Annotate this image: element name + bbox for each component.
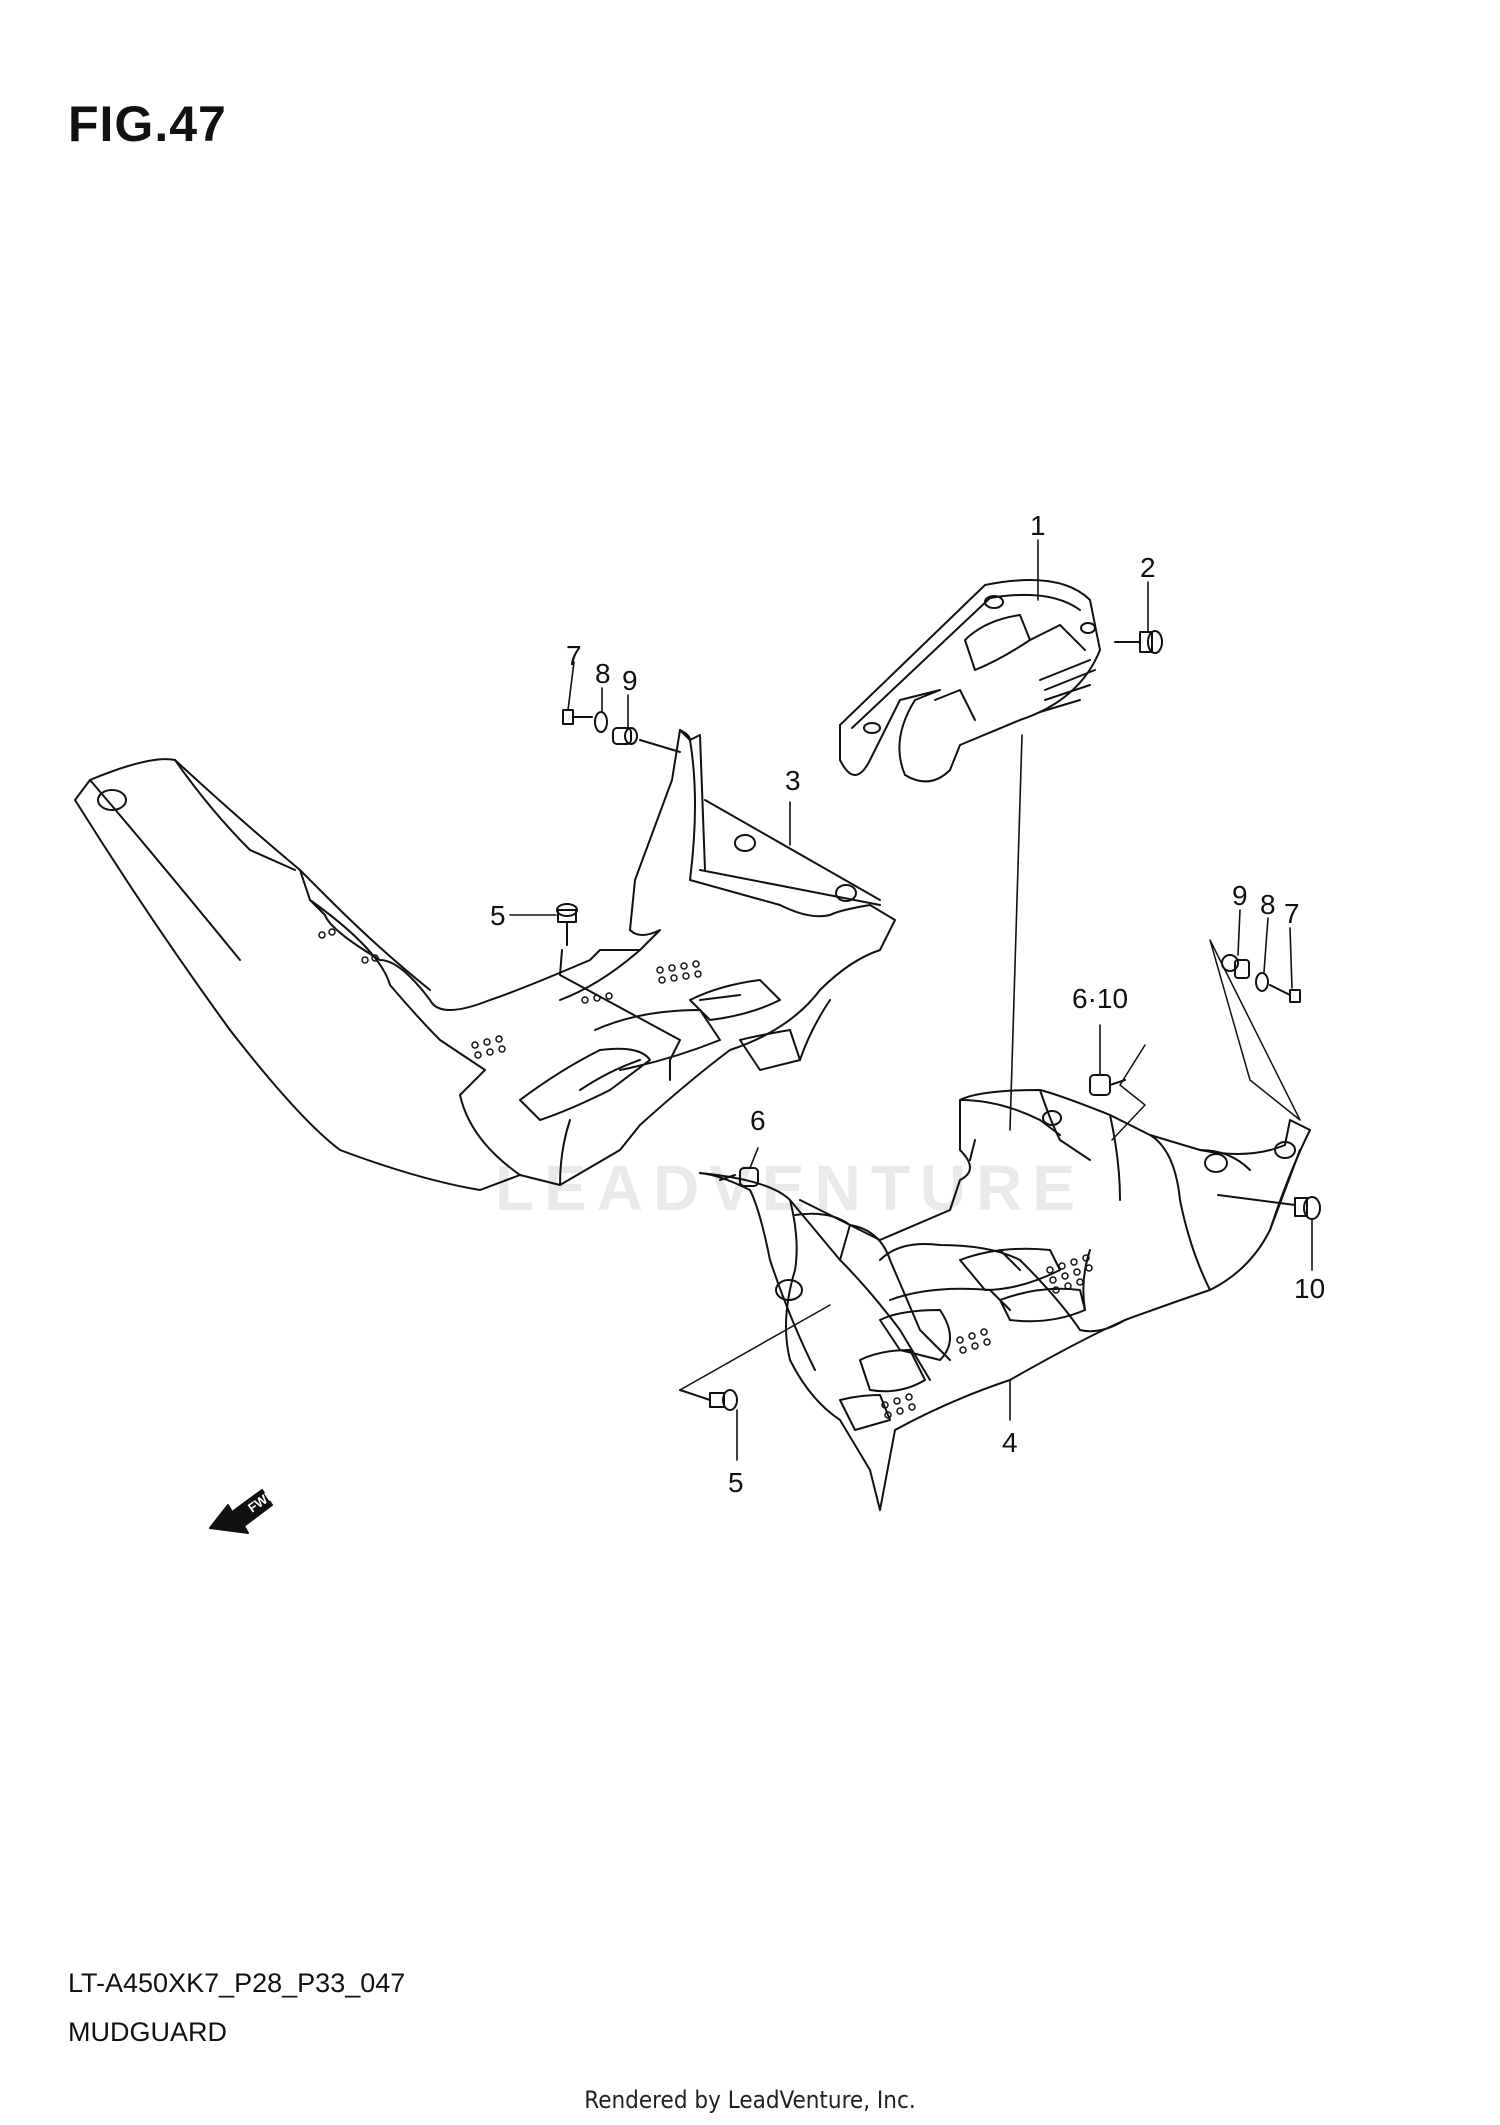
fwd-direction-arrow-icon (209, 1489, 273, 1534)
callout-5-upper: 5 (490, 900, 506, 931)
callout-6-10: 6·10 (1072, 983, 1128, 1014)
part-6-10-nut-right (1089, 1044, 1146, 1141)
part-1-front-cover (839, 579, 1101, 783)
callout-4: 4 (1002, 1427, 1018, 1458)
part-2-screw (1114, 630, 1163, 654)
callout-10: 10 (1294, 1273, 1325, 1304)
callout-1: 1 (1030, 510, 1046, 541)
callout-8-right: 8 (1260, 889, 1276, 920)
callout-5-lower: 5 (728, 1467, 744, 1498)
callout-3: 3 (785, 765, 801, 796)
watermark-text: LEADVENTURE (495, 1152, 1085, 1224)
callout-7-left: 7 (566, 640, 582, 671)
model-code: LT-A450XK7_P28_P33_047 (68, 1968, 406, 1998)
part-6-nut-left (719, 1167, 759, 1187)
callout-6-left: 6 (750, 1105, 766, 1136)
part-3-left-mudguard (74, 729, 896, 1191)
leader-lines (509, 539, 1313, 1461)
callout-9-left: 9 (622, 665, 638, 696)
callout-2: 2 (1140, 552, 1156, 583)
rendered-by-credit: Rendered by LeadVenture, Inc. (584, 2086, 916, 2114)
callout-8-left: 8 (595, 658, 611, 689)
part-5-bolt-lower (679, 1304, 831, 1411)
callout-7-right: 7 (1284, 898, 1300, 929)
left-bolt-washer-nut-set (562, 709, 681, 753)
part-5-bolt-upper (556, 903, 681, 1081)
part-4-right-mudguard (699, 1089, 1311, 1511)
figure-title: FIG.47 (68, 96, 227, 152)
callout-numbers: 1 2 3 4 5 5 6 6·10 7 8 9 9 8 7 10 (490, 510, 1325, 1498)
callout-9-right: 9 (1232, 880, 1248, 911)
section-name: MUDGUARD (68, 2017, 227, 2047)
right-bolt-washer-nut-set (1209, 939, 1301, 1121)
part-10-screw-right (1217, 1194, 1321, 1220)
